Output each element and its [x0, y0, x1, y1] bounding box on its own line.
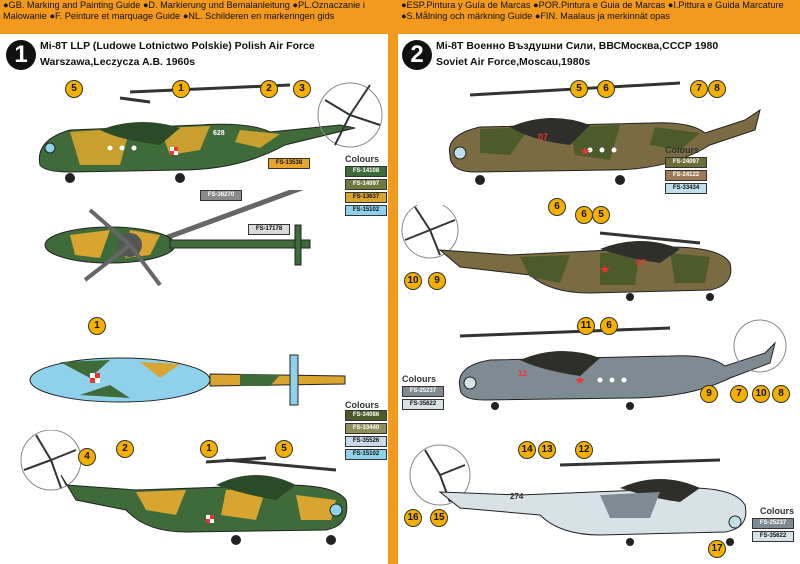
colour-swatch-1b-1: FS-33440	[345, 423, 387, 434]
header-left-line-1: ●GB. Marking and Painting Guide ●D. Mark…	[3, 0, 365, 10]
callout-1c: 2	[260, 80, 278, 98]
header-right-line-2: ●S.Målning och märkning Guide ●FIN. Maal…	[401, 11, 670, 21]
header-right: ●ESP.Pintura y Guía de Marcas ●POR.Pintu…	[398, 0, 800, 34]
callout-2c: 7	[690, 80, 708, 98]
plan-paint-label-2: FS-17178	[248, 224, 290, 235]
scheme-2-number: 2	[402, 40, 432, 70]
scheme-1-title-line-2: Warszawa,Leczycza A.B. 1960s	[40, 56, 196, 68]
callout-2q: 13	[538, 441, 556, 459]
callout-1h: 5	[275, 440, 293, 458]
callout-2m: 7	[730, 385, 748, 403]
colour-swatch-2c-1: FS-35622	[402, 399, 444, 410]
colours-label-1b: Colours	[345, 400, 380, 410]
callout-2b: 6	[597, 80, 615, 98]
callout-1d: 3	[293, 80, 311, 98]
callout-2g: 5	[592, 206, 610, 224]
callout-2l: 9	[700, 385, 718, 403]
callout-2i: 9	[428, 272, 446, 290]
colour-swatch-1a-3: FS-15102	[345, 205, 387, 216]
colour-swatch-1b-0: FS-34086	[345, 410, 387, 421]
center-divider	[388, 0, 398, 564]
colours-label-2: Colours	[665, 145, 700, 155]
colour-swatch-2a-0: FS-24097	[665, 157, 707, 168]
callout-1a: 5	[65, 80, 83, 98]
plan-paint-label-0: FS-13538	[268, 158, 310, 169]
callout-2f: 6	[575, 206, 593, 224]
colour-swatch-2a-1: FS-24122	[665, 170, 707, 181]
helicopter-2-side-view	[448, 81, 761, 185]
callout-1e: 4	[78, 448, 96, 466]
colour-swatch-2d-1: FS-35622	[752, 531, 794, 542]
header-right-line-1: ●ESP.Pintura y Guía de Marcas ●POR.Pintu…	[401, 0, 784, 10]
helicopter-1-bottom-view	[29, 354, 346, 406]
callout-2h: 10	[404, 272, 422, 290]
scheme-2-title-line-1: Mi-8T Военно Въздушни Сили, ВВСМосква,СС…	[436, 40, 719, 52]
callout-2a: 5	[570, 80, 588, 98]
callout-2d: 8	[708, 80, 726, 98]
helicopter-3-serial: 12	[518, 369, 527, 378]
callout-2o: 8	[772, 385, 790, 403]
colour-swatch-2d-0: FS-25237	[752, 518, 794, 529]
callout-1-mid: 1	[88, 317, 106, 335]
scheme-1-title-line-1: Mi-8T LLP (Ludowe Lotnictwo Polskie) Pol…	[40, 40, 315, 52]
callout-1f: 2	[116, 440, 134, 458]
helicopter-2-side-view-2	[401, 205, 732, 301]
helicopter-3-side-view	[458, 319, 787, 410]
colour-swatch-1b-2: FS-35526	[345, 436, 387, 447]
scheme-1-number: 1	[6, 40, 36, 70]
colour-swatch-2a-2: FS-33434	[665, 183, 707, 194]
header-left: ●GB. Marking and Painting Guide ●D. Mark…	[0, 0, 388, 34]
callout-2j: 11	[577, 317, 595, 335]
helicopter-1-plan-view	[44, 190, 311, 287]
callout-1b: 1	[172, 80, 190, 98]
helicopter-2-serial-2: 07	[636, 258, 647, 268]
colour-swatch-1b-3: FS-15102	[345, 449, 387, 460]
callout-2n: 10	[752, 385, 770, 403]
header-left-line-2: Malowanie ●F. Peinture et marquage Guide…	[3, 11, 335, 21]
plan-paint-label-1: FS-36270	[200, 190, 242, 201]
helicopter-2-serial: 07	[538, 132, 549, 142]
helicopter-1-serial-2: 628	[112, 462, 124, 469]
colours-label-1: Colours	[345, 154, 380, 164]
helicopter-1-side-view-2	[20, 430, 348, 545]
callout-2t: 15	[430, 509, 448, 527]
colour-swatch-2c-0: FS-25237	[402, 386, 444, 397]
callout-2e: 6	[548, 198, 566, 216]
helicopter-4-serial: 274	[510, 492, 524, 501]
helicopter-1-side-view	[38, 82, 383, 183]
callout-1g: 1	[200, 440, 218, 458]
helicopter-4-side-view	[409, 444, 747, 546]
callout-2s: 16	[404, 509, 422, 527]
callout-2r: 12	[575, 441, 593, 459]
callout-2k: 6	[600, 317, 618, 335]
colour-swatch-1a-1: FS-14097	[345, 179, 387, 190]
helicopter-1-serial: 628	[213, 130, 225, 137]
scheme-2-title-line-2: Soviet Air Force,Moscau,1980s	[436, 56, 591, 68]
colour-swatch-1a-0: FS-14108	[345, 166, 387, 177]
colours-label-3: Colours	[402, 374, 437, 384]
colours-label-4: Colours	[760, 506, 795, 516]
colour-swatch-1a-2: FS-13637	[345, 192, 387, 203]
callout-2p: 14	[518, 441, 536, 459]
callout-2u: 17	[708, 540, 726, 558]
